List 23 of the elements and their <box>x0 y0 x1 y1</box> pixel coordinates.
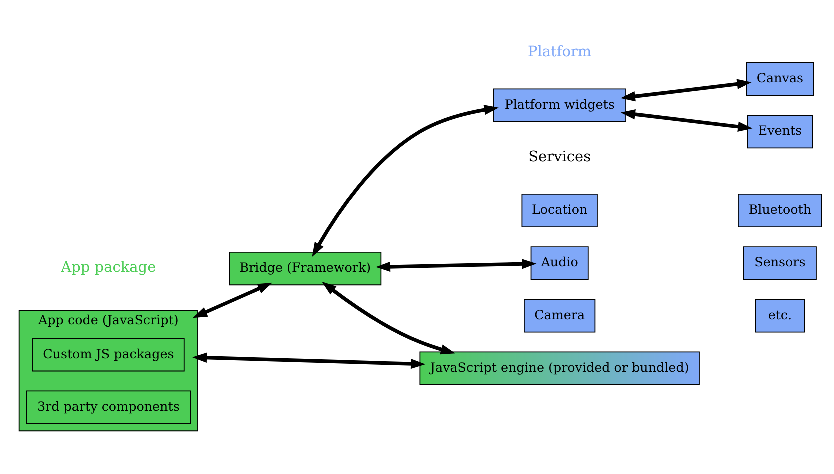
node-box: JavaScript engine (provided or bundled) <box>420 351 700 385</box>
node-box: 3rd party components <box>26 390 192 424</box>
node-box: Audio <box>530 246 589 280</box>
arrow <box>192 352 426 369</box>
arrow <box>376 258 537 272</box>
node-box: Platform widgets <box>493 88 626 122</box>
node-box: Bluetooth <box>738 193 822 228</box>
node-box: Bridge (Framework) <box>229 252 382 286</box>
node-box: Custom JS packages <box>32 338 185 372</box>
node-box: Events <box>747 114 814 148</box>
label: App package <box>61 260 156 276</box>
arrow <box>192 282 273 318</box>
node-box: Canvas <box>746 62 814 96</box>
arrow <box>312 104 499 257</box>
node-box: Location <box>522 193 598 228</box>
label: Platform <box>528 44 592 60</box>
node-box: etc. <box>755 298 806 332</box>
arrow <box>620 108 753 132</box>
node-box: Sensors <box>743 246 817 280</box>
node-box: Camera <box>524 298 596 332</box>
arrow <box>620 78 752 102</box>
label: Services <box>528 149 592 166</box>
arrow <box>322 281 456 354</box>
